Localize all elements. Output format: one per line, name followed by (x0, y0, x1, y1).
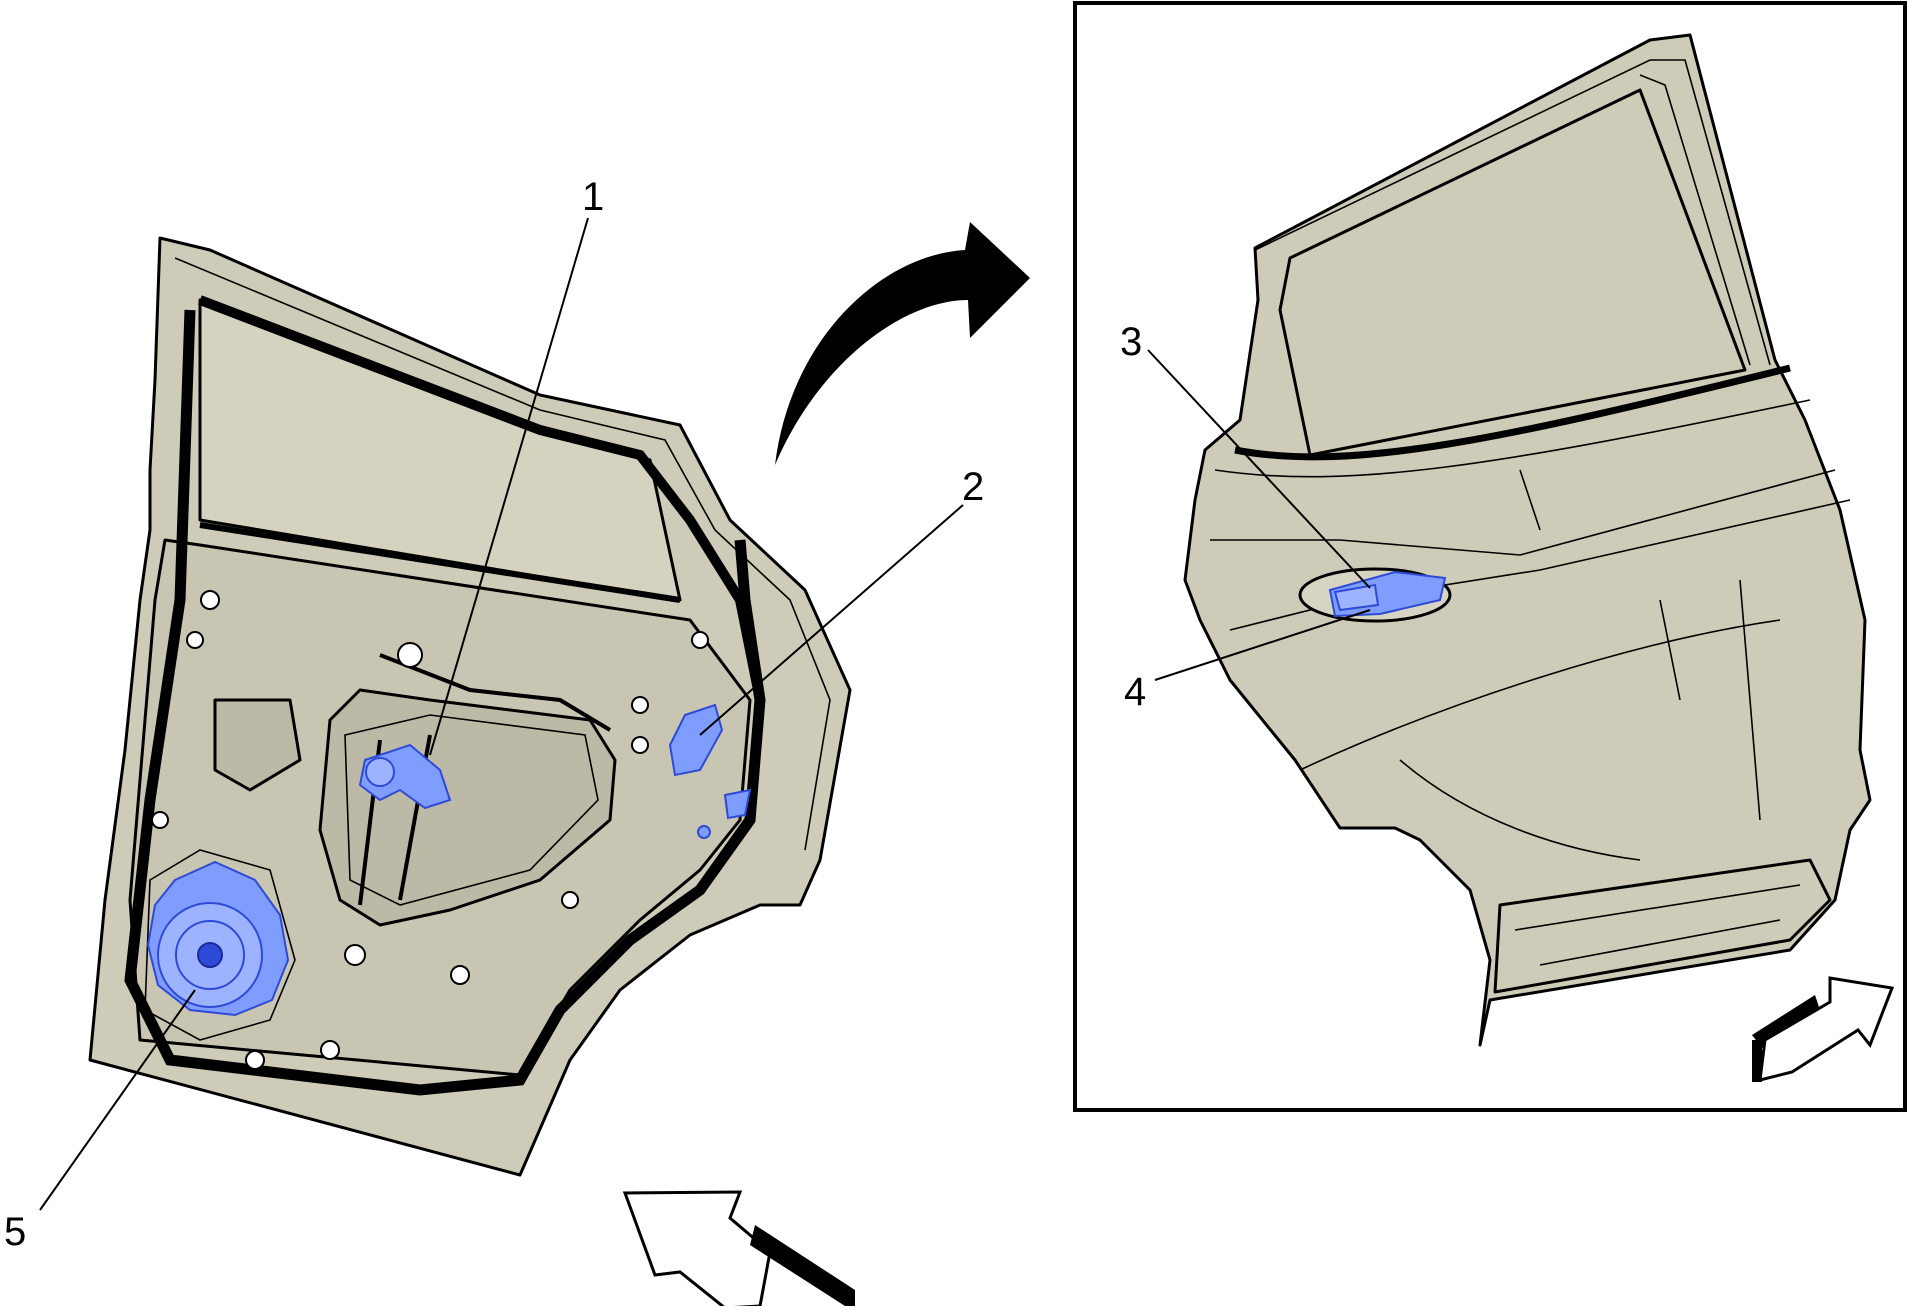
view-arrow-body (1758, 976, 1895, 1082)
handle-cap (1333, 583, 1380, 612)
leader-line-2 (699, 504, 964, 736)
rocker-trim-detail (1514, 884, 1801, 966)
fastener-hole (344, 944, 366, 966)
fastener-hole (151, 811, 169, 829)
access-opening (318, 688, 617, 927)
fastener-hole (631, 696, 649, 714)
fastener-hole (691, 631, 709, 649)
outer-window-glass (1278, 88, 1747, 457)
leader-line-3 (1147, 349, 1371, 589)
belt-moulding-lower (1214, 399, 1811, 478)
door-speaker (146, 860, 290, 1017)
fastener-hole (450, 965, 470, 985)
access-opening-inner (344, 714, 599, 906)
leader-line-5 (39, 989, 196, 1211)
callout-3: 3 (1120, 320, 1142, 364)
door-latch-fastener (697, 825, 711, 839)
regulator-motor-hub (365, 757, 395, 787)
door-weatherstrip (124, 309, 766, 1096)
callout-1: 1 (582, 175, 604, 219)
fastener-hole (245, 1050, 265, 1070)
window-frame-trim (1254, 59, 1771, 366)
speaker-dust-cap (197, 942, 223, 968)
speaker-cone-ring (175, 920, 245, 990)
door-latch-bracket (723, 788, 752, 820)
view-arrow-tail (1752, 1040, 1762, 1082)
leader-line-4 (1154, 609, 1371, 681)
fastener-hole (200, 590, 220, 610)
view-direction-arrow-icon (1752, 976, 1895, 1082)
fastener-hole (186, 631, 204, 649)
speaker-pocket (144, 849, 296, 1041)
inset-panel (1073, 1, 1907, 1112)
leader-line-1 (429, 217, 589, 756)
lower-opening (213, 698, 302, 792)
fastener-hole (631, 736, 649, 754)
door-inner-view (88, 236, 852, 1177)
fastener-hole (320, 1040, 340, 1060)
view-arrow-shadow (750, 1225, 855, 1306)
door-latch (668, 703, 752, 839)
fastener-holes (151, 590, 709, 1070)
window-regulator-motor (358, 743, 452, 810)
curved-arrow-icon (775, 222, 1030, 465)
callout-2: 2 (962, 465, 984, 509)
belt-line (199, 522, 681, 603)
fastener-hole (397, 642, 423, 668)
curved-arrow-shape (775, 222, 1030, 465)
fastener-hole (561, 891, 579, 909)
callout-4: 4 (1124, 670, 1146, 714)
view-direction-arrow-icon (622, 1190, 855, 1306)
belt-moulding (1234, 364, 1791, 461)
character-line-upper (1210, 469, 1836, 556)
view-arrow-shadow (1752, 995, 1820, 1048)
window-frame-trim-inner (1639, 74, 1751, 366)
outside-door-handle (1298, 567, 1452, 623)
panel-split (1519, 469, 1761, 821)
regulator-cable (379, 653, 612, 732)
wheel-arch-line (1399, 759, 1641, 861)
callout-5: 5 (4, 1210, 26, 1254)
body-crease (1299, 619, 1781, 771)
door-latch-body (668, 703, 724, 777)
view-arrow-head (622, 1190, 772, 1306)
door-frame-top (174, 257, 831, 851)
callouts: 1 2 3 4 5 (4, 175, 1371, 1254)
